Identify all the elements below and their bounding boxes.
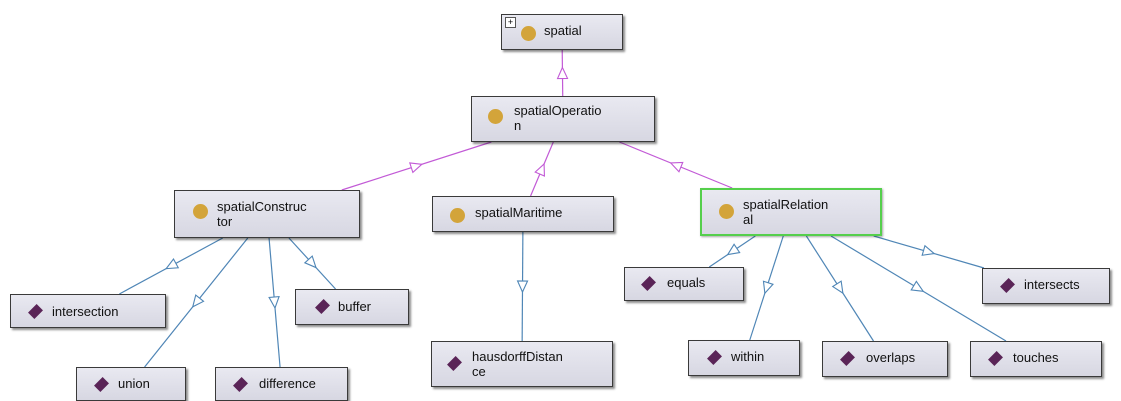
individual-icon — [447, 356, 462, 371]
individual-icon — [641, 276, 656, 291]
node-label: spatialOperatio n — [514, 103, 602, 133]
edge-arrowhead — [516, 280, 529, 294]
individual-icon — [1000, 278, 1015, 293]
individual-icon — [28, 304, 43, 319]
node-label: union — [118, 376, 150, 391]
edge-arrowhead — [762, 280, 774, 295]
edge-arrowhead — [921, 244, 936, 256]
node-label: equals — [667, 275, 706, 290]
edge-arrowhead — [910, 280, 925, 293]
node-label: spatial — [544, 23, 582, 38]
edge-arrowhead — [191, 294, 205, 308]
edge-arrowhead — [268, 295, 280, 310]
node-overlaps[interactable]: overlaps — [822, 341, 948, 377]
node-label: spatialMaritime — [475, 205, 563, 220]
individual-icon — [94, 377, 109, 392]
edge-arrowhead — [556, 66, 569, 80]
node-label: buffer — [338, 299, 372, 314]
node-spatial[interactable]: + spatial — [501, 14, 623, 50]
node-label: difference — [259, 376, 316, 391]
individual-icon — [988, 351, 1003, 366]
node-label: spatialRelation al — [743, 197, 829, 227]
node-union[interactable]: union — [76, 367, 186, 401]
class-icon — [488, 109, 503, 124]
class-icon — [521, 26, 536, 41]
node-label: overlaps — [866, 350, 916, 365]
node-equals[interactable]: equals — [624, 267, 744, 301]
node-spatial-relational[interactable]: spatialRelation al — [700, 188, 882, 236]
node-intersection[interactable]: intersection — [10, 294, 166, 328]
node-label: intersection — [52, 304, 119, 319]
edge-arrowhead — [726, 243, 741, 256]
node-buffer[interactable]: buffer — [295, 289, 409, 325]
individual-icon — [707, 350, 722, 365]
node-label: within — [731, 349, 765, 364]
individual-icon — [315, 299, 330, 314]
edge-arrowhead — [409, 162, 424, 174]
edge-arrowhead — [534, 162, 545, 177]
edge-arrowhead — [831, 280, 844, 295]
node-spatial-constructor[interactable]: spatialConstruc tor — [174, 190, 360, 238]
node-within[interactable]: within — [688, 340, 800, 376]
node-label: intersects — [1024, 277, 1080, 292]
class-icon — [719, 204, 734, 219]
node-spatial-operation[interactable]: spatialOperatio n — [471, 96, 655, 142]
node-difference[interactable]: difference — [215, 367, 348, 401]
node-label: hausdorffDistan ce — [472, 349, 563, 379]
edge-arrowhead — [303, 255, 317, 269]
edge-arrowhead — [669, 161, 684, 173]
node-intersects[interactable]: intersects — [982, 268, 1110, 304]
node-label: spatialConstruc tor — [217, 199, 307, 229]
class-icon — [450, 208, 465, 223]
node-label: touches — [1013, 350, 1059, 365]
class-icon — [193, 204, 208, 219]
edge-arrowhead — [165, 257, 180, 270]
node-hausdorff-distance[interactable]: hausdorffDistan ce — [431, 341, 613, 387]
expand-icon[interactable]: + — [505, 17, 516, 28]
node-spatial-maritime[interactable]: spatialMaritime — [432, 196, 614, 232]
node-touches[interactable]: touches — [970, 341, 1102, 377]
individual-icon — [840, 351, 855, 366]
individual-icon — [233, 377, 248, 392]
